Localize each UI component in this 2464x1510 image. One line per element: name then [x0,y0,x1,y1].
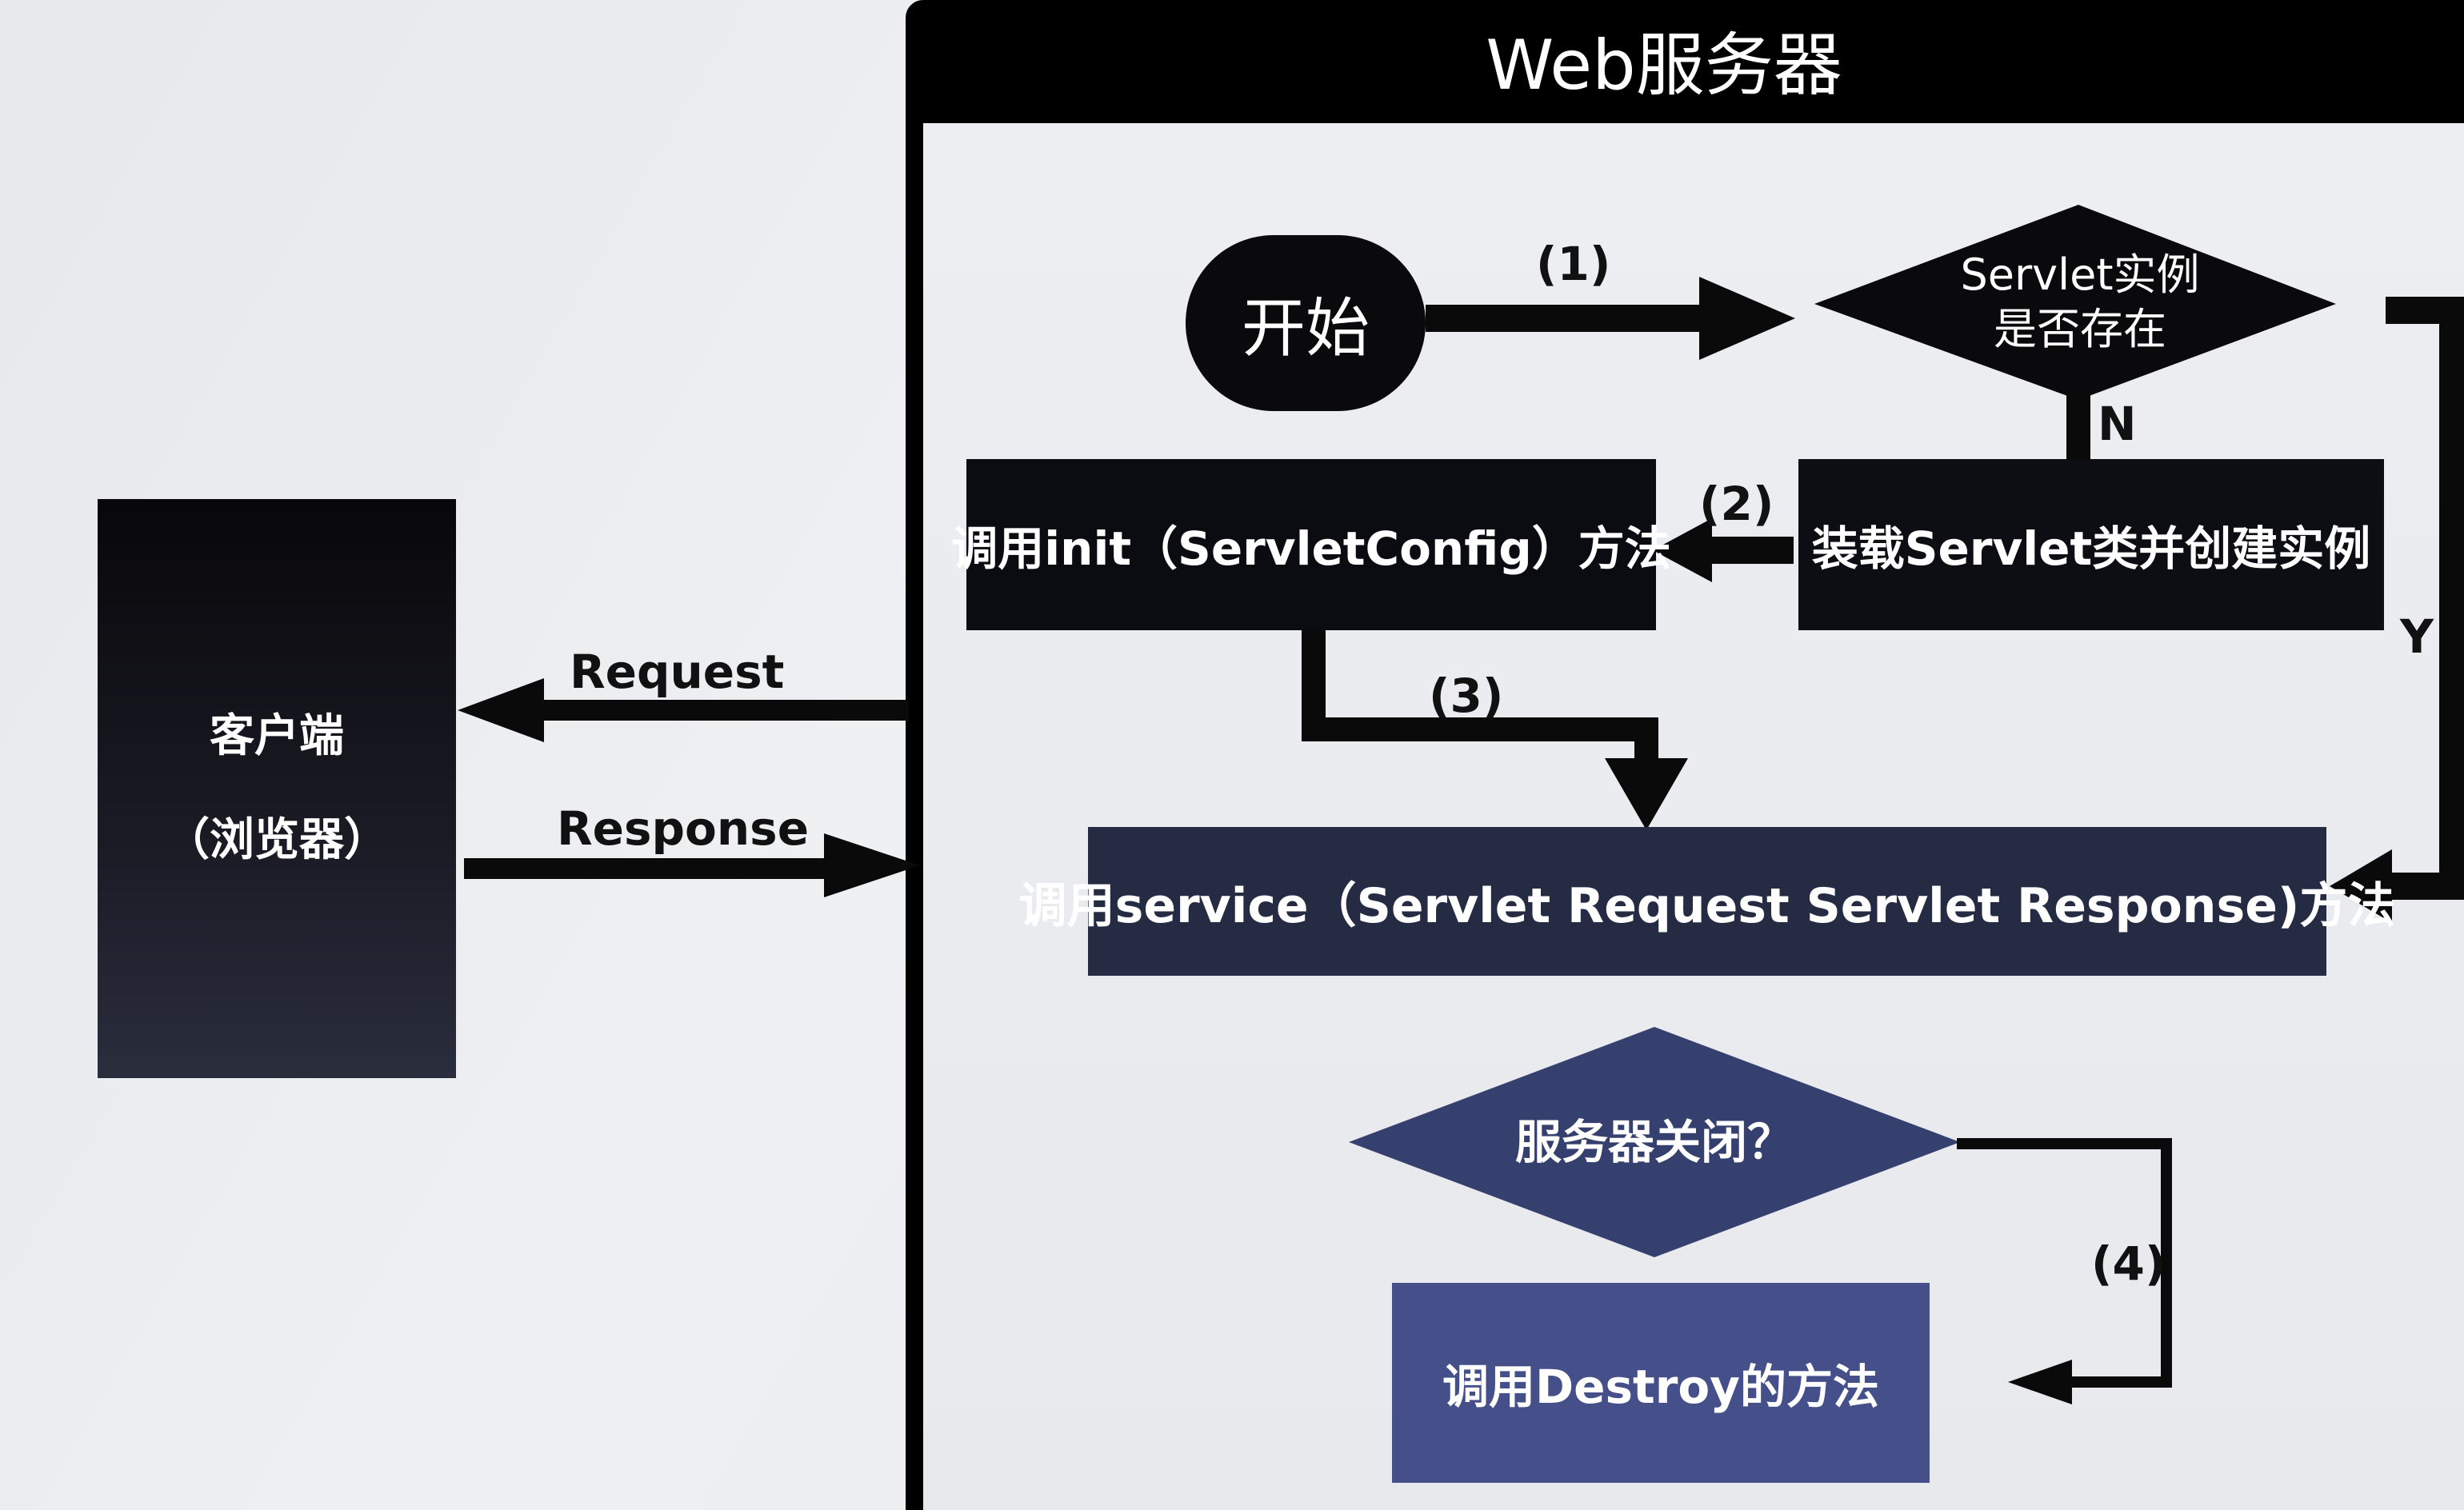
client-sub-label: （浏览器） [165,814,389,866]
request-label: Request [570,645,785,699]
no-label: N [2098,397,2137,451]
web-server-title: Web服务器 [1486,26,1842,106]
client-browser-box: 客户端 （浏览器） [98,499,456,1078]
call-service-box: 调用service（Servlet Request Servlet Respon… [1019,827,2395,976]
server-shutdown-text: 服务器关闭？ [1514,1115,1794,1169]
call-init-box: 调用init（ServletConfig）方法 [951,459,1671,630]
yes-label: Y [2400,609,2434,664]
server-shutdown-diamond [1349,1027,1960,1257]
yes-connector [2384,297,2464,900]
step2-arrowhead [1653,518,1712,582]
start-node: 开始 [1186,235,1426,411]
call-destroy-box: 调用Destroy的方法 [1392,1283,1930,1483]
response-label: Response [557,801,810,856]
step4-connector [1957,1138,2172,1388]
web-server-panel [923,123,2464,1510]
servlet-exists-line1: Servlet实例 [1960,250,2200,300]
yes-arrowhead [2330,849,2392,923]
servlet-exists-text: Servlet实例 是否存在 [1864,248,2296,357]
step2-label: (2) [1699,477,1774,531]
load-servlet-box: 装载Servlet类并创建实例 [1798,459,2384,630]
step4-label: (4) [2091,1236,2166,1291]
step3-label: (3) [1429,669,1504,723]
step1-arrowhead [1699,277,1795,360]
step3-connector [1302,630,1658,776]
request-arrowhead [458,678,544,742]
servlet-exists-diamond [1814,205,2336,400]
step3-arrowhead [1605,758,1688,830]
step1-label: (1) [1536,237,1611,291]
client-label: 客户端 [210,710,344,762]
servlet-exists-line2: 是否存在 [1994,304,2166,354]
step4-arrowhead [2008,1360,2072,1404]
response-arrowhead [824,833,920,897]
